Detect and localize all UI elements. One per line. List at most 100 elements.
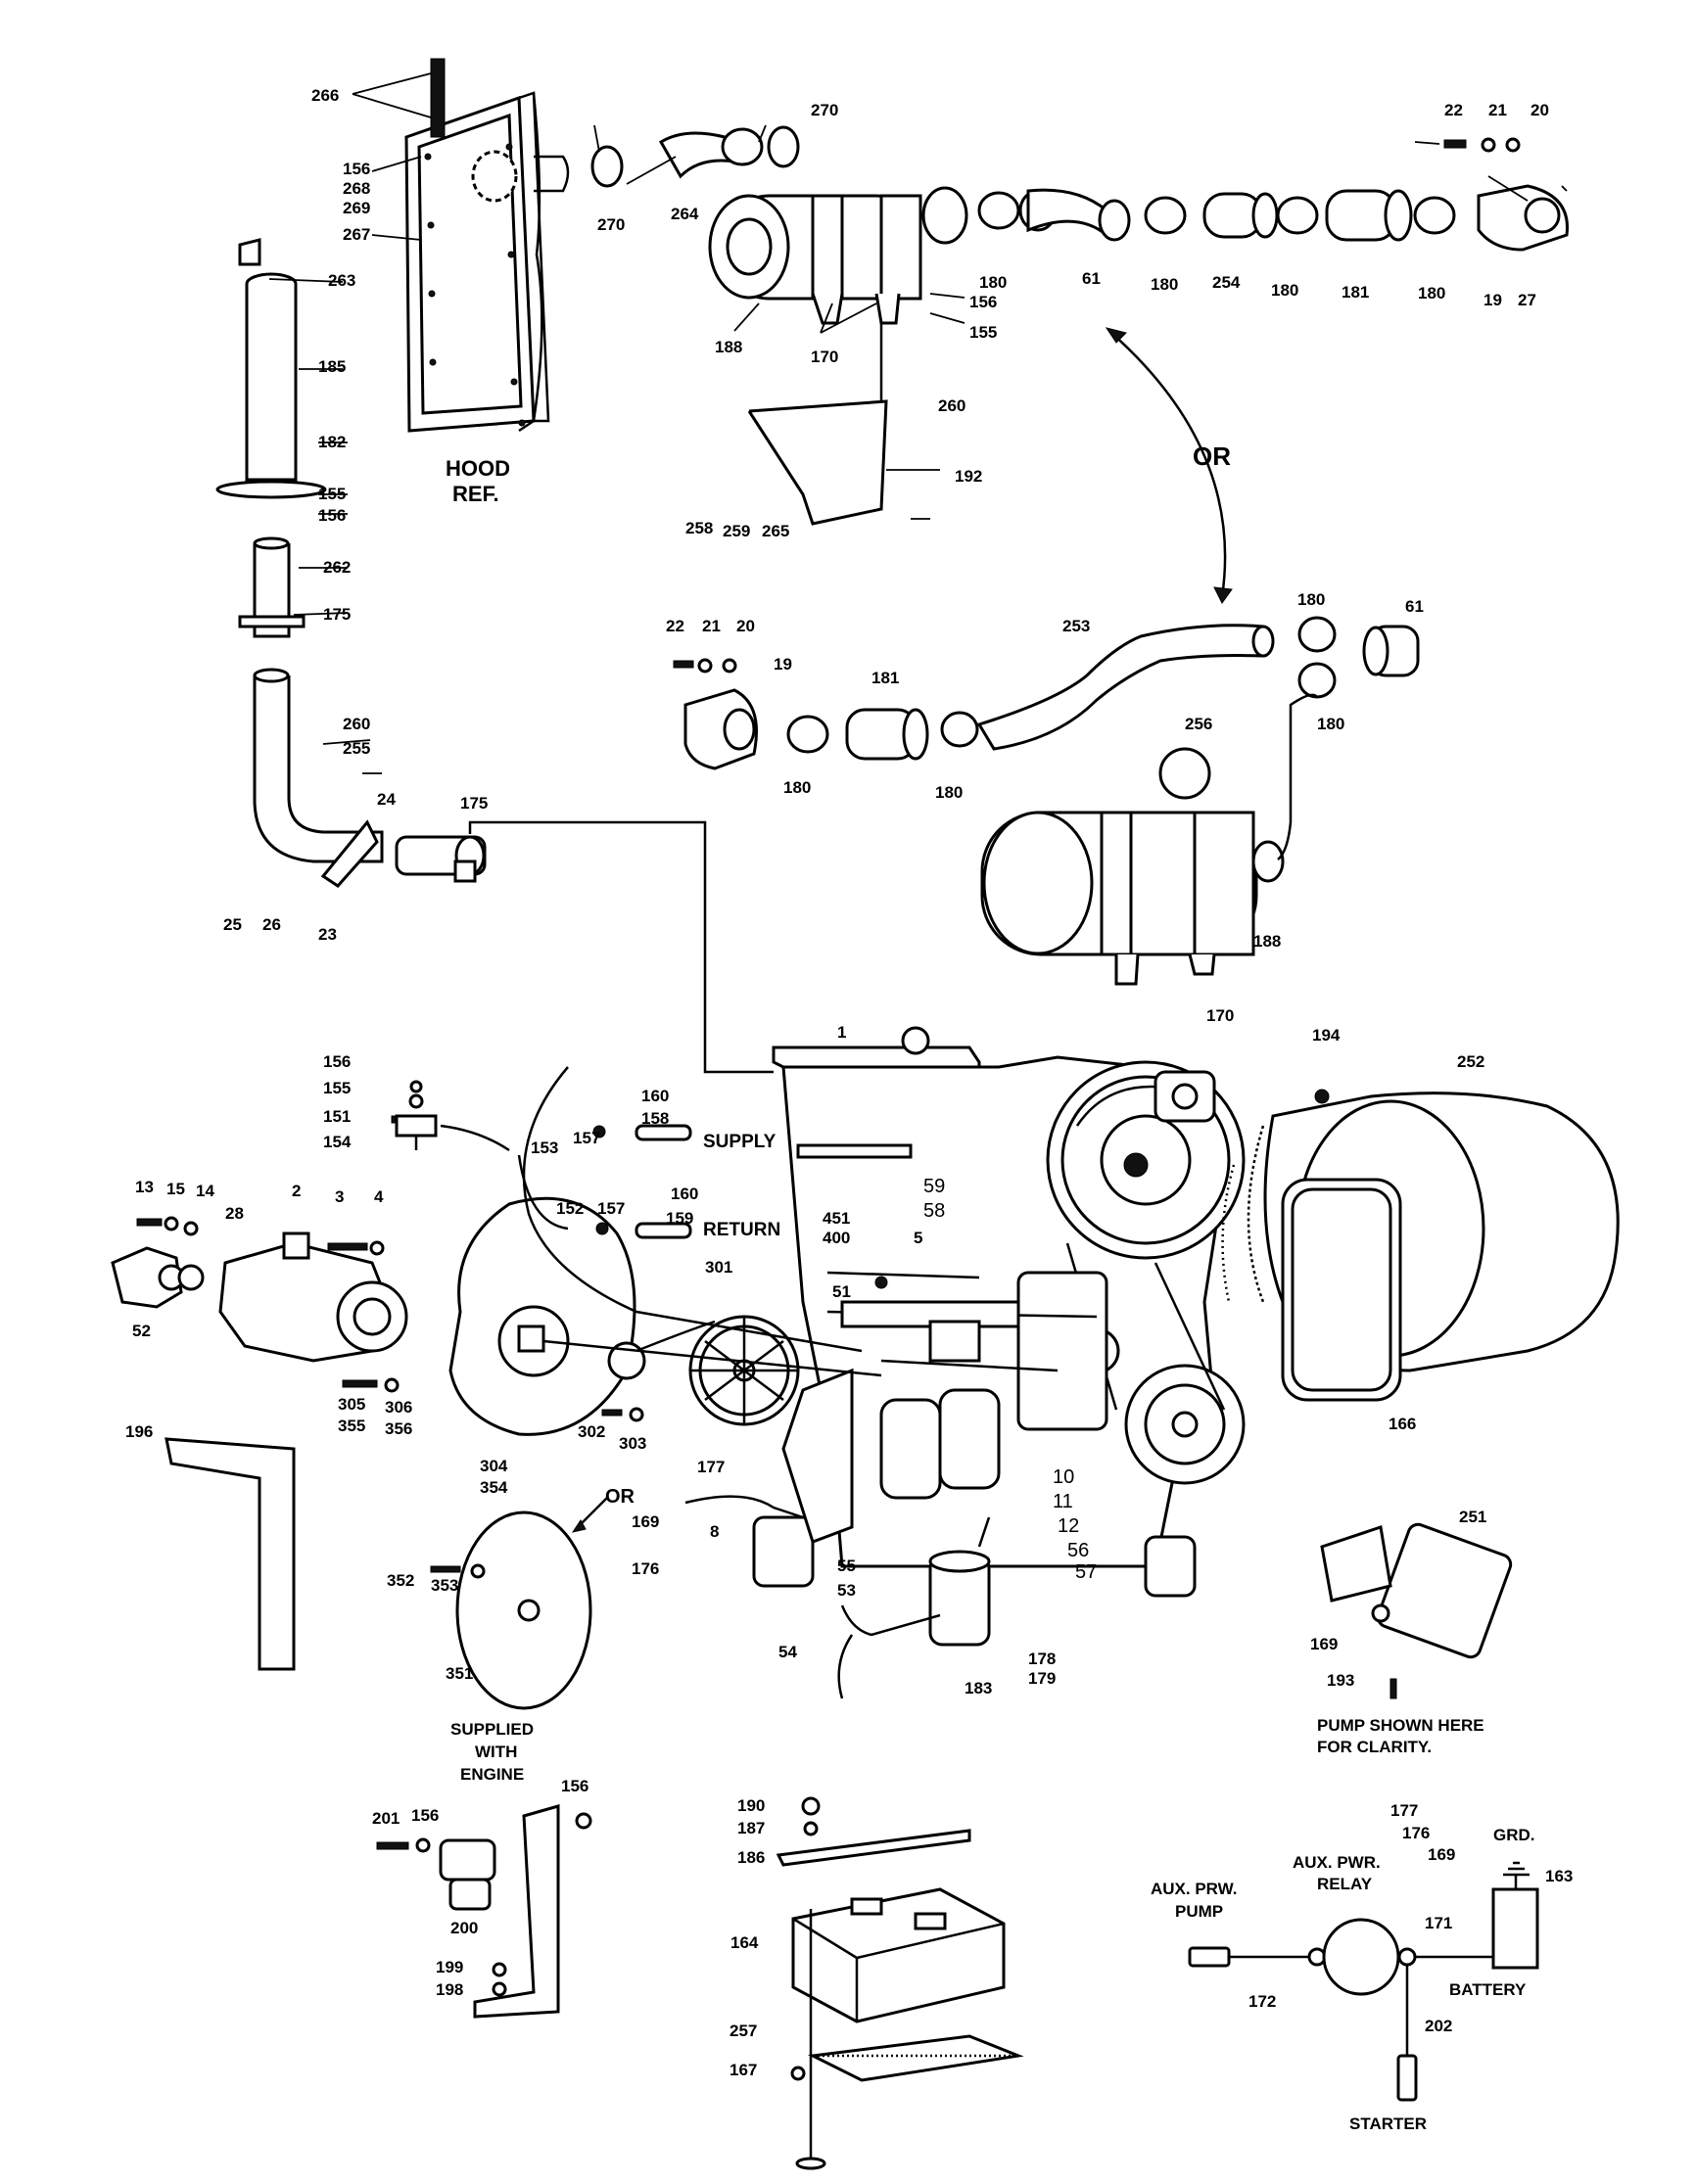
callout-270: 270	[811, 101, 838, 119]
callout-178: 178	[1028, 1650, 1056, 1668]
callout-21: 21	[702, 617, 721, 635]
callout-252: 252	[1457, 1052, 1484, 1071]
intake-hose-chain-top	[977, 137, 1569, 252]
callout-51: 51	[832, 1282, 851, 1301]
callout-301: 301	[705, 1258, 732, 1277]
callout-172: 172	[1248, 1992, 1276, 2011]
callout-54: 54	[778, 1643, 797, 1661]
callout-167: 167	[730, 2061, 757, 2079]
callout-251: 251	[1459, 1508, 1486, 1526]
callout-266: 266	[311, 86, 339, 105]
or-arrow-arc	[1110, 332, 1227, 598]
pump-note-line-2: FOR CLARITY.	[1317, 1738, 1432, 1756]
callout-22: 22	[1444, 101, 1463, 119]
callout-155: 155	[318, 485, 346, 503]
callout-199: 199	[436, 1958, 463, 1976]
callout-181: 181	[1342, 283, 1369, 302]
callout-157: 157	[597, 1199, 625, 1218]
callout-3: 3	[335, 1187, 344, 1206]
callout-179: 179	[1028, 1669, 1056, 1688]
hood-ref-label-1: HOOD	[446, 456, 510, 481]
callout-56: 56	[1067, 1540, 1089, 1561]
callout-159: 159	[666, 1209, 693, 1228]
callout-198: 198	[436, 1980, 463, 1999]
callout-166: 166	[1389, 1415, 1416, 1433]
callout-156: 156	[969, 293, 997, 311]
callout-57: 57	[1075, 1561, 1097, 1583]
callout-265: 265	[762, 522, 789, 540]
callout-260: 260	[343, 715, 370, 733]
callout-52: 52	[132, 1322, 151, 1340]
callout-182: 182	[318, 433, 346, 451]
callout-303: 303	[619, 1434, 646, 1453]
battery-label: BATTERY	[1449, 1980, 1527, 1999]
or-arrow-head-bottom	[1213, 586, 1233, 604]
fuel-lines	[391, 1066, 863, 1353]
supplied-with-engine-3: ENGINE	[460, 1765, 524, 1784]
aux-relay-label-1: AUX. PWR.	[1293, 1853, 1381, 1872]
callout-306: 306	[385, 1398, 412, 1417]
or-label-air-cleaner: OR	[1193, 441, 1231, 471]
callout-188: 188	[1253, 932, 1281, 951]
aux-power-pump	[1320, 1522, 1513, 1699]
callout-264: 264	[671, 205, 699, 223]
callout-24: 24	[377, 790, 396, 809]
callout-156: 156	[318, 506, 346, 525]
hood-ref-label-2: REF.	[452, 482, 499, 506]
callout-155: 155	[969, 323, 997, 342]
ground-label: GRD.	[1493, 1826, 1535, 1844]
callout-451: 451	[823, 1209, 850, 1228]
callout-186: 186	[737, 1848, 765, 1867]
aux-pump-label-2: PUMP	[1175, 1902, 1223, 1921]
callout-23: 23	[318, 925, 337, 944]
callout-353: 353	[431, 1576, 458, 1595]
callout-163: 163	[1545, 1867, 1573, 1885]
callout-169: 169	[632, 1512, 659, 1531]
callout-28: 28	[225, 1204, 244, 1223]
callout-180: 180	[1297, 590, 1325, 609]
callout-176: 176	[1402, 1824, 1430, 1842]
callout-400: 400	[823, 1229, 850, 1247]
callout-180: 180	[783, 778, 811, 797]
hood-panel	[404, 58, 570, 433]
callout-169: 169	[1310, 1635, 1338, 1653]
callout-305: 305	[338, 1395, 365, 1414]
callout-20: 20	[1530, 101, 1549, 119]
callout-180: 180	[1317, 715, 1344, 733]
callout-260: 260	[938, 396, 965, 415]
callout-356: 356	[385, 1419, 412, 1438]
callout-255: 255	[343, 739, 370, 758]
callout-180: 180	[1151, 275, 1178, 294]
start-cable	[837, 1604, 941, 1699]
callout-59: 59	[923, 1176, 945, 1197]
cover-plate-351	[430, 1497, 608, 1710]
callout-155: 155	[323, 1079, 351, 1097]
callout-14: 14	[196, 1182, 214, 1200]
callout-269: 269	[343, 199, 370, 217]
callout-258: 258	[685, 519, 713, 537]
callout-177: 177	[697, 1458, 725, 1476]
filter-bracket	[376, 1804, 592, 2019]
callout-22: 22	[666, 617, 684, 635]
callout-180: 180	[935, 783, 963, 802]
callout-1: 1	[837, 1023, 846, 1042]
callout-355: 355	[338, 1417, 365, 1435]
callout-labels: 266 156 268 269 267 HOOD REF. 263 185 18…	[125, 86, 1573, 2133]
callout-2: 2	[292, 1182, 301, 1200]
callout-19: 19	[1483, 291, 1502, 309]
callout-26: 26	[262, 915, 281, 934]
fan-housing	[1221, 1089, 1620, 1402]
supply-label: SUPPLY	[703, 1132, 777, 1152]
callout-27: 27	[1518, 291, 1536, 309]
bracket-196	[165, 1437, 296, 1671]
callout-302: 302	[578, 1422, 605, 1441]
callout-176: 176	[632, 1559, 659, 1578]
callout-157: 157	[573, 1129, 600, 1147]
callout-151: 151	[323, 1107, 351, 1126]
callout-259: 259	[723, 522, 750, 540]
callout-188: 188	[715, 338, 742, 356]
callout-156: 156	[343, 160, 370, 178]
callout-267: 267	[343, 225, 370, 244]
callout-15: 15	[166, 1180, 185, 1198]
